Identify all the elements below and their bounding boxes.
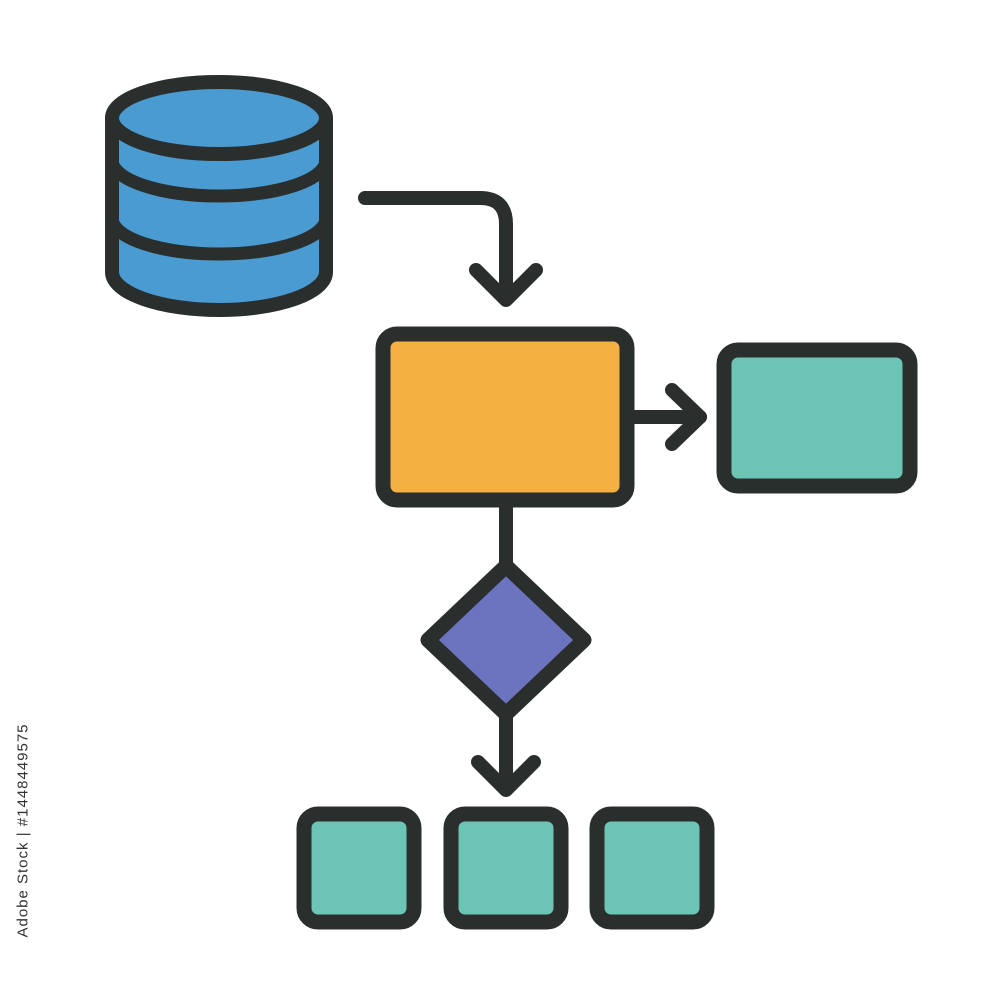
arrow-database-to-process [358, 191, 543, 307]
stock-id-text: Adobe Stock | #1448449575 [14, 722, 32, 938]
database-cylinder-icon [105, 75, 333, 317]
output-box-bottom-2 [443, 806, 569, 930]
arrow-process-to-output [620, 383, 707, 451]
output-box-right [716, 342, 918, 494]
database-top [105, 75, 333, 161]
arrow-head-down-icon [469, 263, 543, 307]
output-box-bottom-3 [589, 806, 715, 930]
output-box-bottom-1 [296, 806, 422, 930]
arrow-decision-to-outputs [471, 707, 541, 797]
decision-diamond [420, 558, 592, 722]
database-band-2 [105, 217, 333, 261]
connector-line [358, 191, 513, 303]
arrow-head-down-icon [471, 755, 541, 797]
database-band-1 [105, 159, 333, 203]
stock-id-label: Adobe Stock | #1448449575 [8, 723, 38, 937]
arrow-head-right-icon [665, 383, 707, 451]
database-body [105, 111, 333, 317]
process-box [375, 326, 635, 508]
